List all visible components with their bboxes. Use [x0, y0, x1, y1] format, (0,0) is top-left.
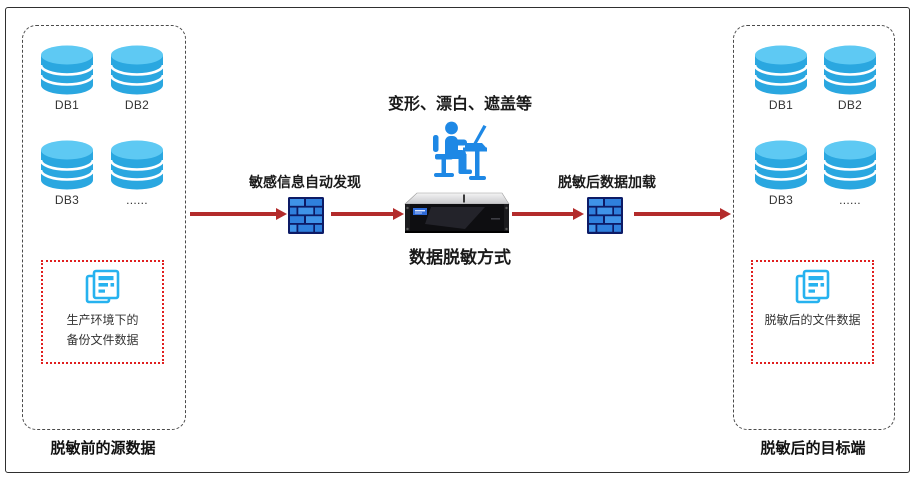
flow-arrow-source-to-firewall	[190, 208, 287, 220]
database-icon	[753, 44, 809, 95]
source-caption: 脱敏前的源数据	[50, 440, 156, 457]
db-label: DB2	[837, 98, 863, 112]
operator-at-desk-icon	[433, 121, 487, 180]
backup-files-label: 生产环境下的 备份文件数据	[66, 313, 139, 347]
database-icon	[39, 139, 95, 190]
source-db3: DB3	[37, 139, 97, 207]
target-db2: DB2	[820, 44, 880, 112]
documents-icon	[795, 269, 829, 304]
server-caption: 数据脱敏方式	[409, 248, 511, 267]
source-db-more: ......	[107, 139, 167, 207]
outer-border	[5, 7, 910, 473]
target-db-more: ......	[820, 139, 880, 207]
masked-files-box: 脱敏后的文件数据	[751, 260, 874, 364]
target-db3: DB3	[751, 139, 811, 207]
load-label: 脱敏后数据加载	[558, 174, 656, 190]
target-db1: DB1	[751, 44, 811, 112]
db-label: DB3	[768, 193, 794, 207]
rack-server-image	[404, 192, 510, 233]
backup-files-box: 生产环境下的 备份文件数据	[41, 260, 164, 364]
firewall-icon	[587, 197, 623, 234]
documents-icon	[85, 269, 119, 304]
db-label: ......	[839, 193, 861, 207]
database-icon	[822, 139, 878, 190]
database-icon	[39, 44, 95, 95]
target-panel: DB1 DB2 DB3 ...... 脱敏后的文件数据	[733, 25, 895, 430]
source-db2: DB2	[107, 44, 167, 112]
flow-arrow-firewall-to-target	[634, 208, 731, 220]
database-icon	[753, 139, 809, 190]
discovery-label: 敏感信息自动发现	[249, 174, 361, 190]
db-label: DB1	[54, 98, 80, 112]
target-caption: 脱敏后的目标端	[760, 440, 866, 457]
masking-methods-label: 变形、漂白、遮盖等	[387, 96, 532, 113]
db-label: ......	[126, 193, 148, 207]
database-icon	[822, 44, 878, 95]
database-icon	[109, 44, 165, 95]
source-db1: DB1	[37, 44, 97, 112]
flow-arrow-firewall-to-server	[331, 208, 404, 220]
masked-files-label: 脱敏后的文件数据	[764, 313, 861, 327]
flow-arrow-server-to-firewall	[512, 208, 584, 220]
database-icon	[109, 139, 165, 190]
firewall-icon	[288, 197, 324, 234]
db-label: DB2	[124, 98, 150, 112]
db-label: DB1	[768, 98, 794, 112]
db-label: DB3	[54, 193, 80, 207]
source-panel: DB1 DB2 DB3 ...... 生产环境下的 备份文件数据	[22, 25, 186, 430]
